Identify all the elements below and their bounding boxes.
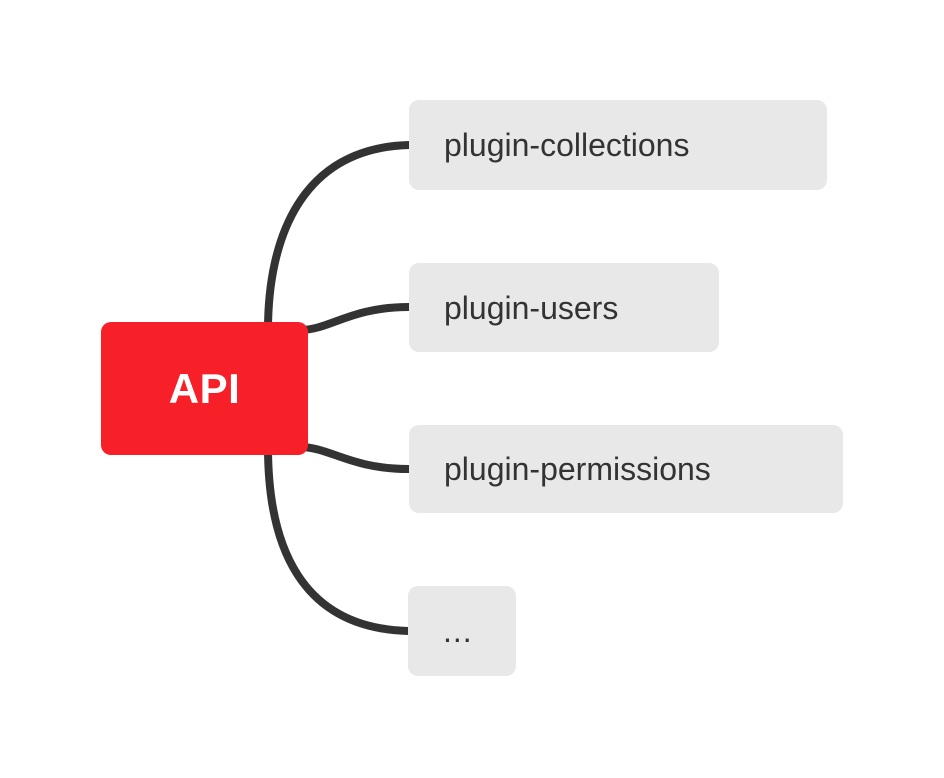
- edge-api-to-plugin-permissions: [296, 443, 413, 473]
- node-plugin-users[interactable]: plugin-users: [409, 263, 719, 352]
- node-api-label: API: [168, 364, 241, 412]
- node-plugin-collections[interactable]: plugin-collections: [409, 100, 827, 190]
- node-api[interactable]: API: [101, 322, 308, 455]
- node-plugin-permissions[interactable]: plugin-permissions: [409, 425, 843, 513]
- node-more[interactable]: ...: [408, 586, 516, 676]
- node-plugin-collections-label: plugin-collections: [444, 127, 690, 163]
- node-plugin-users-label: plugin-users: [444, 289, 619, 326]
- edge-api-to-more: [264, 443, 412, 635]
- edge-api-to-plugin-collections: [264, 141, 413, 334]
- node-plugin-permissions-label: plugin-permissions: [444, 451, 711, 487]
- node-more-label: ...: [443, 613, 473, 649]
- edge-api-to-plugin-users: [296, 303, 413, 334]
